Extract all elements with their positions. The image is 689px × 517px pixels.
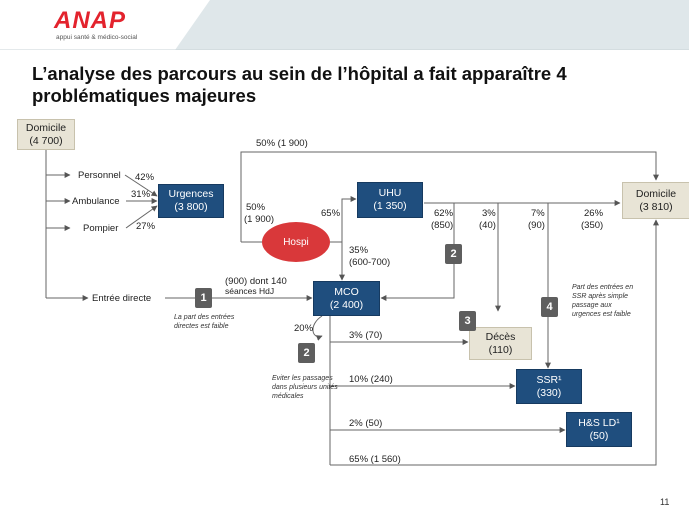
node-domicile-out: Domicile (3 810)	[622, 182, 689, 219]
page-title: L’analyse des parcours au sein de l’hôpi…	[32, 63, 567, 106]
label-personnel: Personnel	[78, 170, 121, 181]
label-pompier: Pompier	[83, 223, 119, 234]
label-uhu-dom-val: (350)	[581, 220, 604, 231]
label-pct-personnel: 42%	[135, 172, 155, 183]
node-ssr-value: (330)	[536, 386, 562, 399]
node-deces-name: Décès	[485, 330, 516, 343]
label-hospi-uhu: 65%	[321, 208, 341, 219]
label-pct-pompier: 27%	[136, 221, 156, 232]
label-uhu-deces-val: (40)	[479, 220, 496, 231]
node-uhu: UHU (1 350)	[357, 182, 423, 218]
label-direct-mco-1: (900) dont 140	[225, 276, 287, 287]
label-uhu-deces-pct: 3%	[482, 208, 496, 219]
node-uhu-name: UHU	[378, 187, 402, 199]
marker-1: 1	[195, 288, 212, 308]
node-hs-ld-name: H&S LD¹	[578, 416, 620, 429]
node-hospi: Hospi	[262, 222, 330, 262]
node-hs-ld: H&S LD¹ (50)	[566, 412, 632, 447]
label-uhu-mco-pct: 62%	[434, 208, 454, 219]
node-deces-value: (110)	[488, 343, 513, 356]
node-domicile-out-value: (3 810)	[639, 200, 673, 213]
label-mco-deces: 3% (70)	[349, 330, 383, 341]
node-deces: Décès (110)	[469, 327, 532, 360]
logo-word: ANAP	[54, 7, 127, 34]
label-urg-hospi-val: (1 900)	[244, 214, 275, 225]
node-domicile-in: Domicile (4 700)	[17, 119, 75, 150]
label-mco-dom: 65% (1 560)	[349, 454, 401, 465]
label-pct-ambulance: 31%	[131, 189, 151, 200]
marker-2a: 2	[445, 244, 462, 264]
label-entree-directe: Entrée directe	[92, 293, 152, 304]
label-uhu-ssr-pct: 7%	[531, 208, 545, 219]
logo-subtitle: appui santé & médico-social	[56, 34, 138, 41]
marker-2b: 2	[298, 343, 315, 363]
node-urgences: Urgences (3 800)	[158, 184, 224, 218]
anap-logo: ANAP appui santé & médico-social	[54, 8, 164, 44]
label-ambulance: Ambulance	[72, 196, 120, 207]
label-urg-hospi-pct: 50%	[246, 202, 266, 213]
node-mco-name: MCO	[334, 285, 359, 298]
node-domicile-in-name: Domicile	[25, 121, 67, 134]
node-uhu-value: (1 350)	[373, 200, 407, 212]
note-1: La part des entrées directes est faible	[174, 314, 235, 330]
node-ssr-name: SSR¹	[536, 373, 562, 386]
node-urgences-value: (3 800)	[174, 201, 208, 213]
label-mco-ssr: 10% (240)	[349, 374, 393, 385]
label-direct-mco-2: séances HdJ	[225, 286, 275, 296]
label-top-flow: 50% (1 900)	[256, 138, 308, 149]
node-domicile-out-name: Domicile	[635, 187, 677, 200]
node-mco: MCO (2 400)	[313, 281, 380, 316]
page-number: 11	[660, 497, 670, 507]
label-uhu-mco-val: (850)	[431, 220, 454, 231]
marker-4: 4	[541, 297, 558, 317]
header-band	[0, 0, 689, 50]
node-mco-value: (2 400)	[329, 298, 364, 311]
node-hs-ld-value: (50)	[589, 429, 609, 442]
node-urgences-name: Urgences	[168, 188, 214, 200]
marker-3: 3	[459, 311, 476, 331]
node-domicile-in-value: (4 700)	[29, 134, 63, 147]
label-uhu-ssr-val: (90)	[528, 220, 545, 231]
label-uhu-dom-pct: 26%	[584, 208, 604, 219]
node-ssr: SSR¹ (330)	[516, 369, 582, 404]
note-2: Eviter les passages dans plusieurs unité…	[272, 375, 338, 400]
label-hospi-mco-pct: 35%	[349, 245, 369, 256]
label-mco-hs: 2% (50)	[349, 418, 383, 429]
label-mco-loop: 20%	[294, 323, 314, 334]
note-4: Part des entrées en SSR après simple pas…	[572, 284, 634, 318]
label-hospi-mco-val: (600-700)	[349, 257, 391, 268]
